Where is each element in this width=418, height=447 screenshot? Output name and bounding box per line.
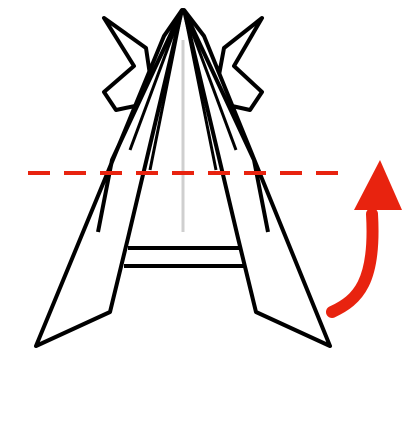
fold-up-arrow-icon xyxy=(332,160,402,312)
cross-band xyxy=(124,248,250,266)
